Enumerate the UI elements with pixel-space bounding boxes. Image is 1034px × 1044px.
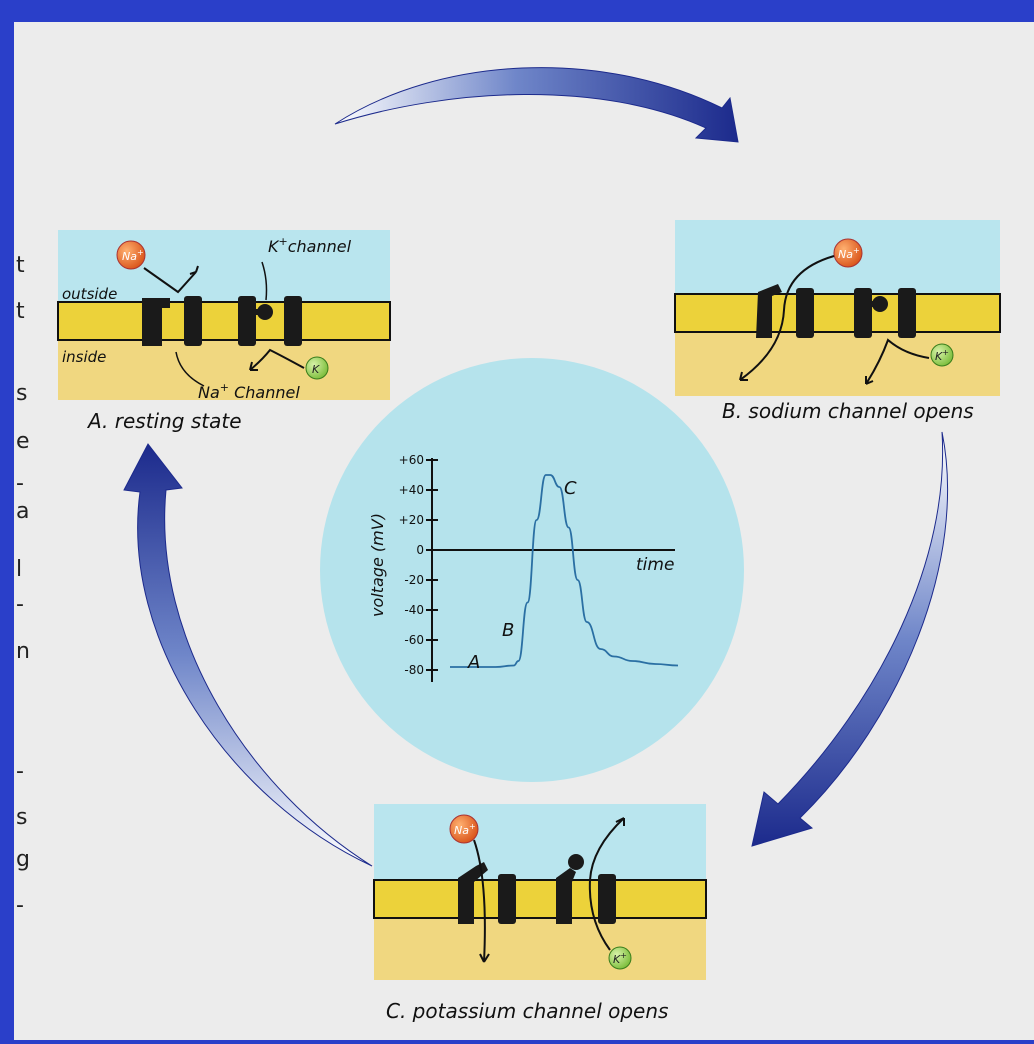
margin-glyph: g xyxy=(16,847,30,872)
margin-glyph: - xyxy=(16,471,24,496)
na-channel-leader xyxy=(175,351,205,387)
k-channel-label: K+channel xyxy=(268,235,352,256)
na-channel-wall xyxy=(184,296,202,346)
k-ion xyxy=(930,343,954,367)
svg-text:Na+: Na+ xyxy=(122,248,144,263)
panel-sodium-opens: Na+ K+ B. sodium channel opens xyxy=(674,220,1001,423)
outside-label: outside xyxy=(62,285,117,303)
inside-label: inside xyxy=(62,348,106,366)
y-tick-label: +20 xyxy=(399,513,424,527)
margin-glyph: - xyxy=(16,759,24,784)
action-potential-graph: +60 +40 +20 0 -20 -40 -60 -80 time voltage (mV)… xyxy=(368,453,679,682)
margin-glyph: l xyxy=(16,557,22,582)
svg-text:Na+: Na+ xyxy=(838,246,860,261)
y-tick-label: +40 xyxy=(399,483,424,497)
k-channel-wall-2 xyxy=(284,296,302,346)
k-bounce-arrow xyxy=(249,348,305,371)
margin-glyph: s xyxy=(16,381,27,406)
arrow-a-to-b xyxy=(334,67,739,143)
svg-text:K: K xyxy=(312,363,320,376)
point-label-b: B xyxy=(502,620,514,641)
margin-glyph: a xyxy=(16,499,29,524)
svg-text:K+: K+ xyxy=(935,348,949,363)
na-influx-arrow xyxy=(739,255,835,381)
margin-glyph: n xyxy=(16,639,30,664)
k-ion xyxy=(305,356,329,380)
caption-potassium-opens: C. potassium channel opens xyxy=(386,999,668,1023)
x-axis-label: time xyxy=(636,555,674,575)
y-tick-label: 0 xyxy=(416,543,424,557)
k-channel-leader xyxy=(261,261,268,301)
na-channel-gate-open xyxy=(756,284,782,338)
na-channel-gate xyxy=(142,298,170,346)
margin-glyph: t xyxy=(16,299,25,324)
svg-text:K+: K+ xyxy=(613,951,627,966)
y-axis-label: voltage (mV) xyxy=(368,513,387,617)
na-bounce-arrow xyxy=(143,267,197,294)
panel-potassium-opens: Na+ K+ C. potassium channel opens xyxy=(373,804,707,1023)
k-efflux-arrow xyxy=(588,817,625,951)
margin-glyph: - xyxy=(16,592,24,617)
na-ion xyxy=(116,240,146,270)
margin-glyph: t xyxy=(16,253,25,278)
panel-resting-state: Na+ K outside inside K+channel Na+ Chann… xyxy=(57,230,391,433)
arrow-c-to-a xyxy=(123,443,373,867)
point-label-a: A xyxy=(467,652,480,673)
y-tick-label: -60 xyxy=(404,633,424,647)
inside-region xyxy=(58,338,390,400)
na-ion xyxy=(449,814,479,844)
arrow-b-to-c xyxy=(751,431,949,847)
k-channel-open xyxy=(556,868,576,924)
membrane xyxy=(674,293,1001,333)
margin-glyph: e xyxy=(16,429,30,454)
na-channel-label: Na+ Channel xyxy=(198,381,300,402)
y-tick-label: -80 xyxy=(404,663,424,677)
caption-resting-state: A. resting state xyxy=(86,409,242,433)
y-tick-label: +60 xyxy=(399,453,424,467)
svg-text:Na+: Na+ xyxy=(454,822,476,837)
action-potential-curve xyxy=(449,474,679,668)
na-channel-inactivated xyxy=(458,862,488,924)
k-ion xyxy=(608,946,632,970)
k-channel-wall xyxy=(238,296,256,346)
margin-glyph: - xyxy=(16,893,24,918)
y-ticks: +60 +40 +20 0 -20 -40 -60 -80 xyxy=(399,453,438,677)
membrane xyxy=(57,301,391,341)
y-tick-label: -20 xyxy=(404,573,424,587)
y-tick-label: -40 xyxy=(404,603,424,617)
na-ion xyxy=(833,238,863,268)
margin-glyph: s xyxy=(16,805,27,830)
caption-sodium-opens: B. sodium channel opens xyxy=(722,399,974,423)
membrane xyxy=(373,879,707,919)
point-label-c: C xyxy=(564,478,577,499)
